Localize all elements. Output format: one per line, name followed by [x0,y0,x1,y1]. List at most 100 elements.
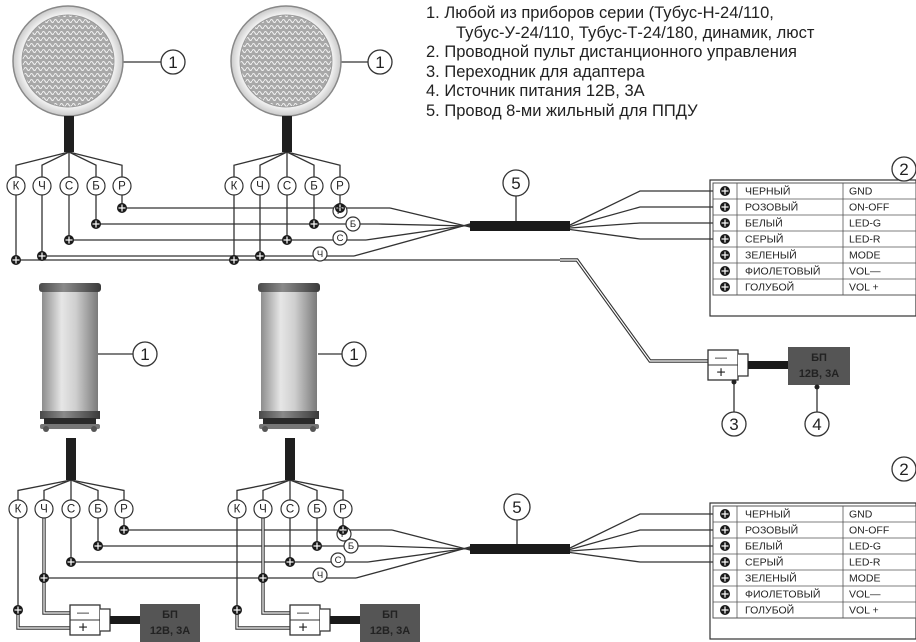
group-bottom-1-stem [66,438,76,480]
cable-to-remote [569,513,713,549]
tube-1-screw [43,426,49,432]
leader-dot [814,384,820,390]
psu-cord-top [748,361,788,369]
group-top-1-fan-wire [68,151,123,177]
adapter-bottom-a-minus: — [77,605,89,619]
tube-2-foot [259,424,319,429]
group-bottom-1-letter-3-ring [88,499,108,519]
psu-top-label-2: 12В, 3А [799,368,839,380]
psu-bottom-b-label-1: БП [382,609,398,621]
cable-tag-top-3-ring [312,246,328,262]
cable-tag-top-2: С [337,233,344,244]
group-bottom-2-letter-4-ring [333,499,353,519]
remote-bottom-color-6: ГОЛУБОЙ [745,604,794,617]
bus-to-cable [353,223,476,257]
remote-bottom-color-4: ЗЕЛЕНЫЙ [745,572,797,585]
group-bottom-1-fan-wire [70,479,99,500]
psu-top-box [788,347,850,385]
cable-tag-top-1-ring [345,216,361,232]
remote-bottom-color-0: ЧЕРНЫЙ [745,508,790,521]
group-bottom-2-letter-1-ring [253,499,273,519]
remote-top-color-4: ЗЕЛЕНЫЙ [745,249,797,262]
psu-bottom-b-label-2: 12В, 3А [370,625,410,637]
components [6,5,916,642]
leader-dot [731,379,737,385]
callout-device-2-ring [367,49,393,75]
cable-tag-bottom-3-ring [312,567,328,583]
legend-item-1-cont: Тубус-У-24/110, Тубус-Т-24/180, динамик,… [456,23,815,42]
group-bottom-2-letter-0: К [234,504,241,516]
cable-to-remote [569,551,713,563]
black-wire-a [42,518,70,615]
cable-tag-bottom-2: С [335,555,342,566]
cable-to-remote [569,228,713,240]
group-bottom-2-fan-wire [262,479,291,500]
remote-bottom-signal-5: VOL— [849,589,881,601]
cable-tag-bottom-3: Ч [317,570,323,581]
remote-bottom-signal-3: LED-R [849,557,881,569]
tube-1-bottom-cap [40,411,100,419]
ground-wire-top [560,258,713,363]
black-wire-b [261,518,290,615]
remote-top-color-1: РОЗОВЫЙ [745,201,798,214]
legend-item-5: 5. Провод 8-ми жильный для ППДУ [426,101,698,120]
callout-adapter: 3 [729,415,738,434]
group-bottom-1-letter-1: Ч [40,504,48,516]
remote-top-signal-3: LED-R [849,234,881,246]
adapter-top-minus: — [715,350,727,364]
tube-2-bottom-cap [259,411,319,419]
group-top-1-letter-3-ring [86,176,106,196]
remote-bottom-signal-6: VOL + [849,605,879,617]
psu-bottom-a-box [140,604,200,642]
group-top-2-letter-4: Р [336,181,344,193]
ground-wire-b-core [236,610,290,629]
remote-bottom-table [712,505,916,619]
legend: 1. Любой из приборов серии (Тубус-Н-24/1… [426,4,916,121]
group-top-2-letter-4-ring [330,176,350,196]
remote-bottom-color-3: СЕРЫЙ [745,556,783,569]
psu-bottom-a-label-2: 12В, 3А [150,625,190,637]
callout-device-3-ring [132,341,158,367]
adapter-bottom-b-plus: + [298,620,307,637]
callout-device-4-ring [341,341,367,367]
group-bottom-1-fan-wire [43,479,72,500]
remote-top-signal-6: VOL + [849,282,879,294]
group-bottom-1-letter-2: С [67,504,75,516]
group-top-1-letter-1: Ч [38,181,46,193]
cable-tag-bottom-0: Р [341,529,347,540]
remote-top-signal-4: MODE [849,250,881,262]
group-bottom-2-letter-3-ring [307,499,327,519]
psu-cord-b [330,616,360,624]
group-bottom-1-letter-1-ring [34,499,54,519]
group-top-2-stem [282,116,292,152]
callout-device-3: 1 [140,345,149,364]
adapter-top-plug [738,353,749,377]
cable-tag-top-1: Б [350,219,356,230]
group-top-2-fan-wire [233,151,288,177]
psu-bottom-b-box [360,604,420,642]
legend-item-4: 4. Источник питания 12В, 3А [426,82,645,100]
group-top-2-letter-3-ring [304,176,324,196]
cable-top [470,221,570,231]
remote-top-color-3: СЕРЫЙ [745,233,783,246]
ground-wire-a-core [17,610,70,629]
remote-bottom-signal-2: LED-G [849,541,881,553]
remote-top-signal-2: LED-G [849,218,881,230]
group-top-2-letter-1-ring [250,176,270,196]
legend-item-2: 2. Проводной пульт дистанционного управл… [426,43,797,61]
psu-top-label-1: БП [811,352,827,364]
adapter-bottom-b-minus: — [297,605,309,619]
remote-top-signal-5: VOL— [849,266,881,278]
remote-top-color-0: ЧЕРНЫЙ [745,185,790,198]
remote-top-color-6: ГОЛУБОЙ [745,281,794,294]
psu-cord-a [110,616,140,624]
black-wire-a-core [43,518,70,614]
remote-bottom-color-5: ФИОЛЕТОВЫЙ [745,588,820,601]
psu-bottom-a-label-1: БП [162,609,178,621]
cable-tag-bottom-1-ring [343,538,359,554]
callout-device-1-ring [160,49,186,75]
callout-remote-bottom-ring [891,456,916,482]
tube-2-top-cap [258,283,320,292]
group-bottom-2-letter-1: Ч [259,504,267,516]
